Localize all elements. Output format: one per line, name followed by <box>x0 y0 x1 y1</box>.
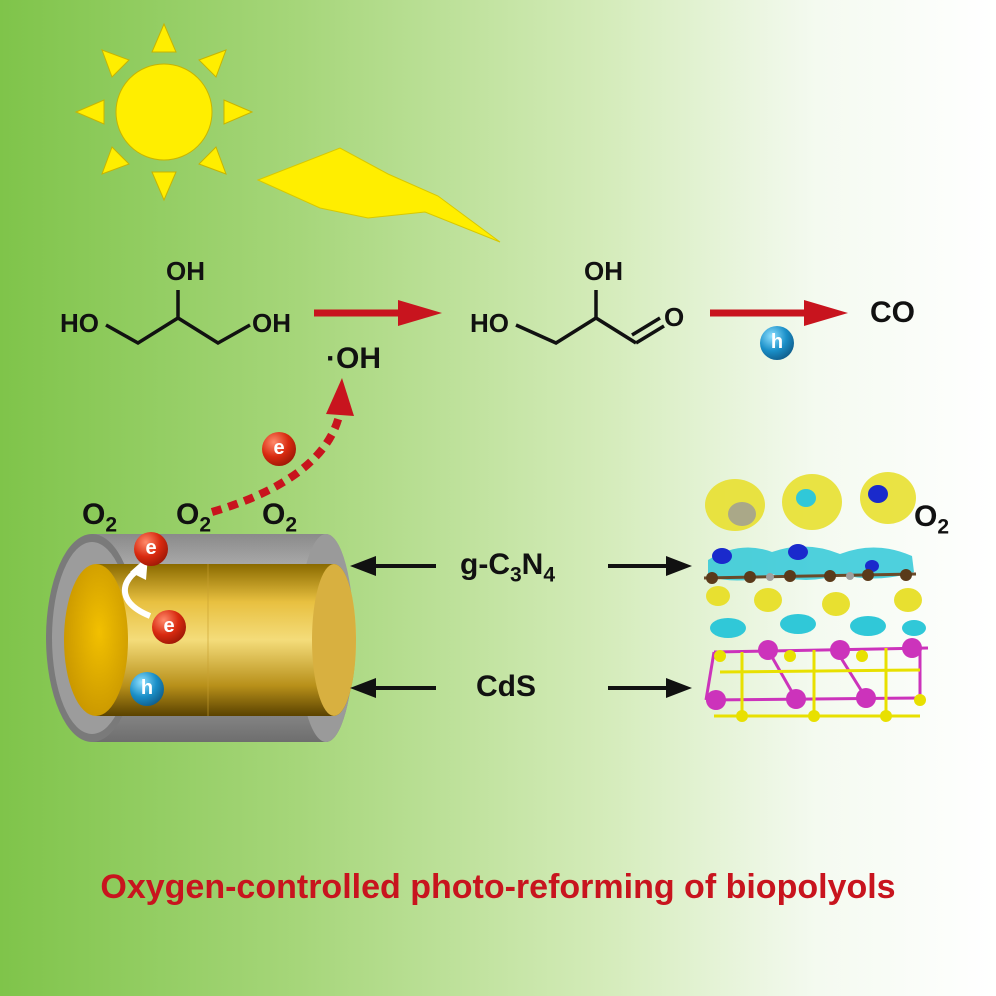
caption: Oxygen-controlled photo-reforming of bio… <box>100 868 896 906</box>
o2-label-1: O2 <box>82 498 118 537</box>
glyceraldehyde-oh-top: OH <box>584 256 623 286</box>
electron-particle-radical: e <box>262 432 296 466</box>
hole-particle-core: h <box>130 672 164 706</box>
hydroxyl-radical: ·OH <box>326 342 381 375</box>
cds-label: CdS <box>476 670 536 703</box>
glycerol-oh-top: OH <box>166 256 205 286</box>
hole-particle-reaction: h <box>760 326 794 360</box>
product-co: CO <box>870 296 915 329</box>
o2-label-3: O2 <box>262 498 298 537</box>
glyceraldehyde-ho-left: HO <box>470 308 509 338</box>
glyceraldehyde-o-right: O <box>664 302 685 332</box>
electron-particle-core: e <box>152 610 186 644</box>
glycerol-ho-left: HO <box>60 308 99 338</box>
o2-label-model: O2 <box>914 500 950 539</box>
electron-particle-shell: e <box>134 532 168 566</box>
gcn-label: g-C3N4 <box>460 548 556 587</box>
o2-label-2: O2 <box>176 498 212 537</box>
glycerol-oh-right: OH <box>252 308 291 338</box>
